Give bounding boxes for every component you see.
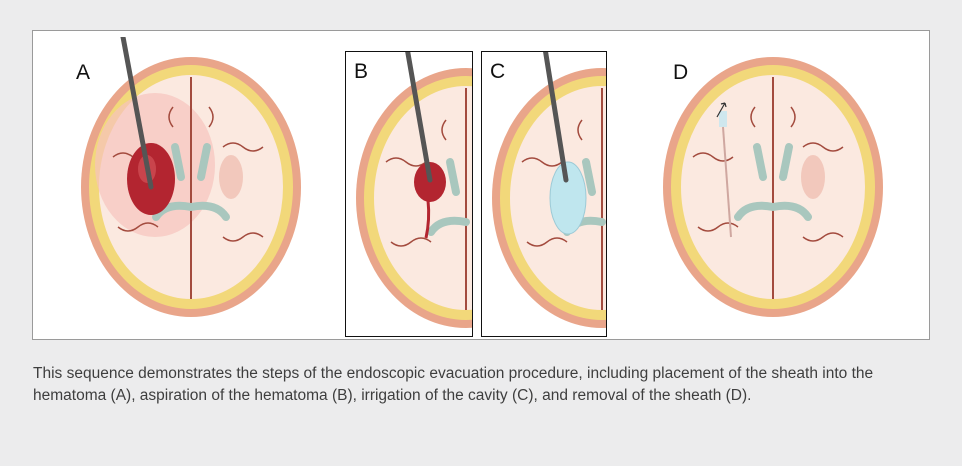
panel-label-d: D — [673, 61, 688, 85]
brain-illustration-b — [346, 52, 473, 337]
panel-d: D — [653, 37, 893, 337]
panel-label-b: B — [354, 60, 368, 84]
brain-illustration-a — [73, 37, 303, 337]
panel-label-a: A — [76, 61, 90, 85]
panel-c-frame: C — [481, 51, 607, 337]
figure-caption: This sequence demonstrates the steps of … — [33, 363, 913, 406]
panel-b-frame: B — [345, 51, 473, 337]
panel-label-c: C — [490, 60, 505, 84]
figure-panel: A B C — [32, 30, 930, 340]
brain-illustration-d — [653, 37, 893, 337]
brain-illustration-c — [482, 52, 607, 337]
panel-a: A — [73, 37, 303, 337]
